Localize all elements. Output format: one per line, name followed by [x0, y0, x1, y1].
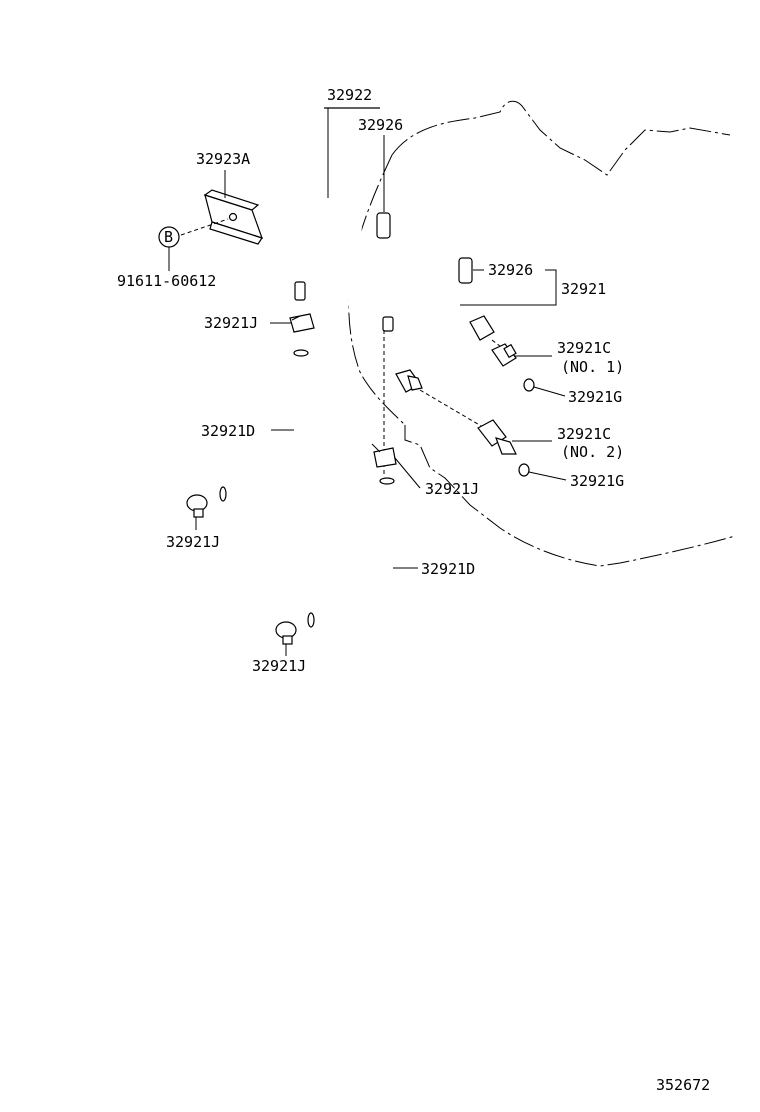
label-32921j-left: 32921J [166, 533, 220, 551]
label-32926-top: 32926 [358, 116, 403, 134]
hose-32921d-lower [307, 477, 395, 628]
union-32921c-no2 [477, 419, 517, 455]
label-32922: 32922 [327, 86, 372, 104]
label-32921j-upper: 32921J [204, 314, 258, 332]
label-32921d-lower: 32921D [421, 560, 475, 578]
label-32926-right: 32926 [488, 261, 533, 279]
label-no1: (NO. 1) [561, 358, 624, 376]
transmission-outline-left [348, 154, 406, 426]
clip-32921j-mid [371, 443, 397, 468]
tube-32922 [294, 193, 423, 393]
alignment-line-diagonal [419, 389, 489, 431]
drawing-number: 352672 [656, 1076, 710, 1094]
alignment-line-upper [491, 339, 506, 351]
label-32921d-left: 32921D [201, 422, 255, 440]
label-32921g-upper: 32921G [568, 388, 622, 406]
label-32921c-no2: 32921C [557, 425, 611, 443]
sleeve-32926-right [458, 257, 473, 284]
gasket-32921g-upper [523, 378, 535, 392]
label-32921j-mid: 32921J [425, 480, 479, 498]
leader-32921g-lower [528, 471, 567, 481]
hose-32921d-left [219, 349, 309, 502]
transmission-outline [391, 100, 731, 176]
leader-32921g-upper [533, 386, 566, 397]
label-91611-60612: 91611-60612 [117, 272, 216, 290]
label-32923a: 32923A [196, 150, 250, 168]
clip-32921j-upper [289, 313, 315, 333]
label-32921c-no1: 32921C [557, 339, 611, 357]
label-32921j-bottom: 32921J [252, 657, 306, 675]
label-32921: 32921 [561, 280, 606, 298]
transmission-outline-bottom [404, 425, 736, 567]
leader-32921j-mid [394, 457, 421, 489]
bolt-leader [180, 218, 229, 236]
clip-32921j-left [186, 494, 208, 530]
leader-32921-bracket [460, 269, 557, 306]
clip-32921j-bottom [275, 621, 297, 656]
bracket-32923a [203, 182, 263, 245]
sleeve-32926-top [376, 212, 391, 239]
label-no2: (NO. 2) [561, 443, 624, 461]
gasket-32921g-lower [518, 463, 530, 477]
label-32921g-lower: 32921G [570, 472, 624, 490]
b-marker-letter: B [164, 228, 173, 246]
tube-32921 [382, 214, 495, 341]
union-32921c-no1 [491, 343, 517, 367]
